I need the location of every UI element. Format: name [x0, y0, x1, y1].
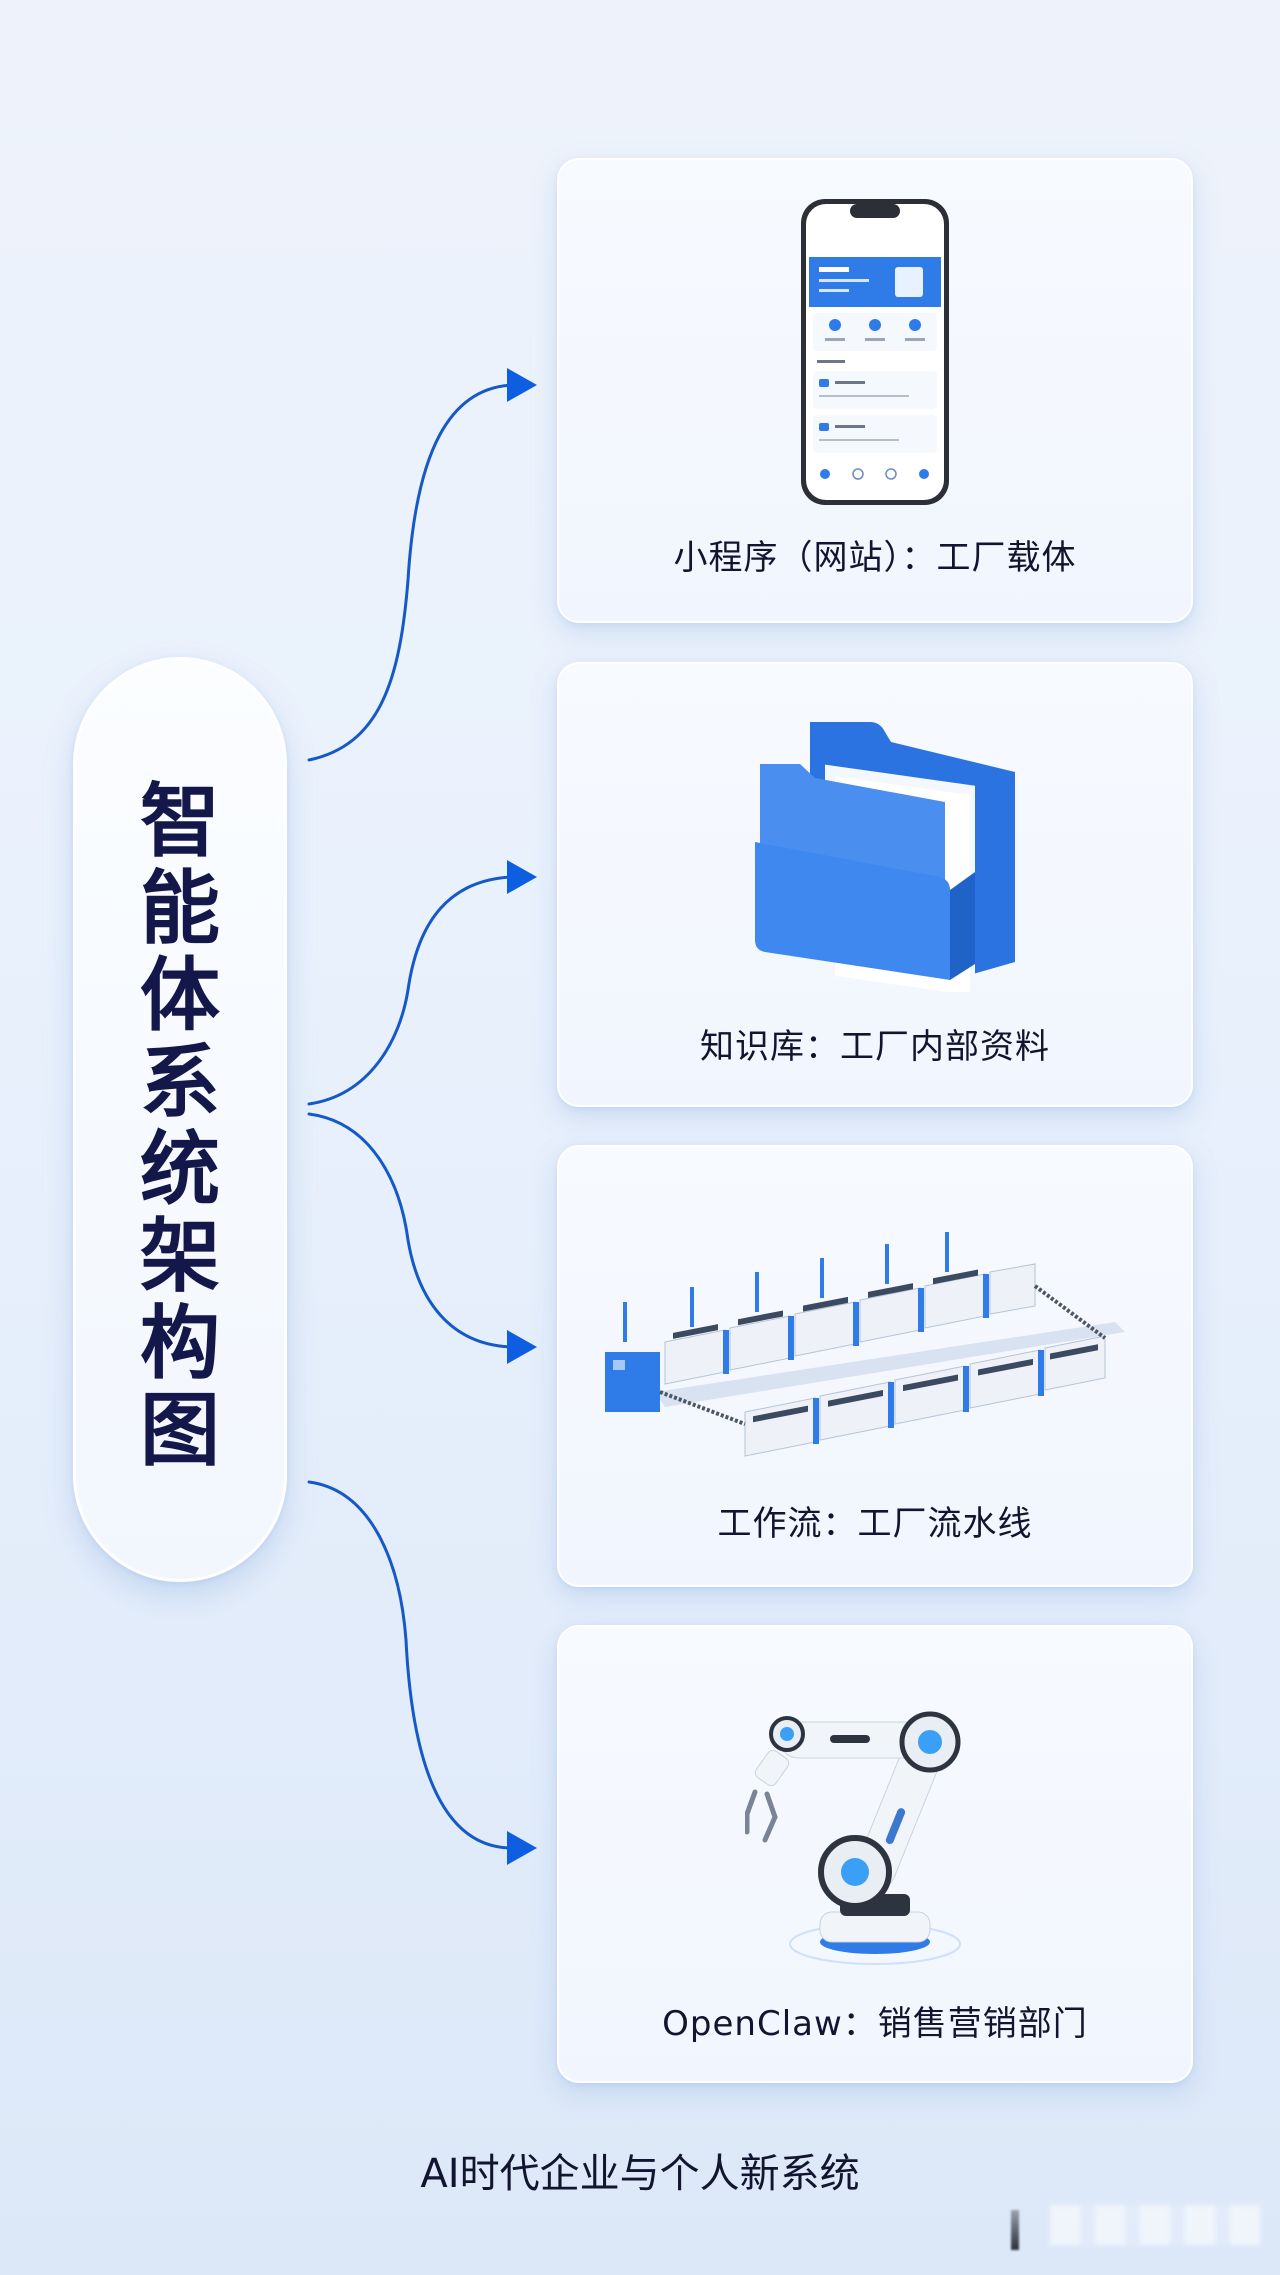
title-char: 构: [140, 1297, 220, 1390]
assembly-line-icon: [605, 1232, 1125, 1457]
robot-arm-icon: [745, 1711, 961, 1965]
arrow-to-openclaw: [307, 1480, 514, 1850]
title-char: 系: [140, 1036, 220, 1129]
watermark: [1050, 2205, 1260, 2245]
title-char: 智: [140, 775, 220, 868]
smartphone-icon: [801, 199, 949, 505]
title-char: 统: [140, 1123, 220, 1216]
card-label: 知识库：工厂内部资料: [700, 1027, 1050, 1067]
watermark-bar: [1011, 2210, 1019, 2250]
arrowhead-icon: [507, 1831, 537, 1865]
card-miniprogram: 小程序（网站）：工厂载体: [557, 158, 1193, 623]
footer-caption: AI时代企业与个人新系统: [420, 2151, 860, 2197]
card-label: 小程序（网站）：工厂载体: [673, 538, 1077, 578]
arrow-to-knowledge-base: [307, 875, 514, 1106]
card-label: 工作流：工厂流水线: [717, 1504, 1033, 1544]
arrowhead-icon: [507, 860, 537, 894]
title-char: 图: [140, 1384, 220, 1477]
folder-icon: [755, 722, 1015, 992]
card-workflow: 工作流：工厂流水线: [557, 1145, 1193, 1587]
arrow-to-workflow: [307, 1112, 514, 1349]
card-label: OpenClaw：销售营销部门: [662, 2004, 1088, 2044]
title-char: 能: [140, 862, 220, 955]
title-char: 架: [140, 1210, 220, 1303]
card-openclaw: OpenClaw：销售营销部门: [557, 1625, 1193, 2083]
central-node-pill: 智 能 体 系 统 架 构 图: [73, 657, 287, 1582]
arrowhead-icon: [507, 368, 537, 402]
card-knowledge-base: 知识库：工厂内部资料: [557, 662, 1193, 1107]
arrow-to-miniprogram: [307, 383, 514, 762]
title-char: 体: [140, 949, 220, 1042]
arrowhead-icon: [507, 1330, 537, 1364]
diagram-title-vertical: 智 能 体 系 统 架 构 图: [76, 778, 284, 1474]
